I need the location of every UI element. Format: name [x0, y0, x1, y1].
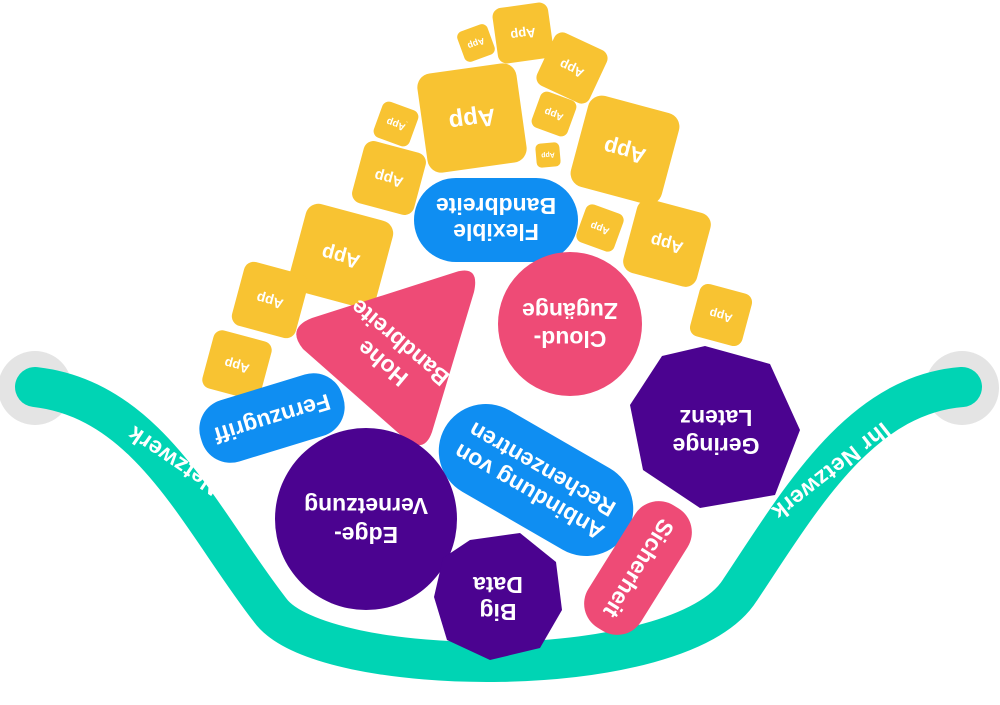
feature-big-data: Big Data — [434, 533, 562, 660]
svg-text:Cloud-: Cloud- — [534, 326, 607, 352]
app-tile: App — [417, 63, 527, 173]
feature-shapes: Flexible Bandbreite Hohe Bandbreite Clou… — [199, 178, 800, 660]
app-tile: App — [457, 24, 495, 62]
heptagon-shape — [630, 346, 800, 508]
app-tile: App — [623, 199, 711, 287]
svg-text:Latenz: Latenz — [680, 405, 753, 431]
app-tile: App — [352, 141, 426, 215]
octagon-shape — [434, 533, 562, 660]
app-tile: App — [535, 142, 561, 168]
app-tile: App — [492, 2, 554, 64]
app-tile: App — [202, 330, 272, 400]
app-tile: App — [405, 120, 408, 124]
feature-flexible-bandwidth: Flexible Bandbreite — [414, 178, 578, 262]
svg-text:App: App — [708, 306, 734, 326]
app-tile: App — [570, 95, 680, 205]
app-tile: App — [373, 101, 419, 147]
svg-text:App: App — [405, 120, 408, 124]
svg-text:App: App — [373, 167, 406, 191]
svg-text:App: App — [254, 290, 284, 312]
svg-text:Zugänge: Zugänge — [522, 298, 618, 324]
triangle-shape — [296, 270, 476, 446]
svg-text:Edge-: Edge- — [334, 522, 398, 548]
app-tile: App — [689, 283, 753, 347]
feature-cloud-access: Cloud- Zugänge — [498, 252, 642, 396]
svg-text:App: App — [541, 151, 555, 159]
svg-text:App: App — [447, 103, 497, 136]
app-tile: App — [536, 32, 608, 104]
svg-text:Big: Big — [479, 599, 516, 625]
svg-text:Data: Data — [473, 572, 523, 598]
network-band-curve — [15, 367, 982, 682]
app-tile: App — [288, 203, 394, 309]
svg-text:App: App — [510, 25, 537, 43]
feature-datacenter-connection: Anbindung von Rechenzentren — [438, 404, 634, 556]
app-tile: App — [231, 261, 309, 339]
feature-edge-networking: Edge- Vernetzung — [275, 428, 457, 610]
svg-text:Geringe: Geringe — [673, 433, 760, 459]
svg-text:Bandbreite: Bandbreite — [436, 193, 556, 219]
feature-low-latency: Geringe Latenz — [630, 346, 800, 508]
svg-text:Vernetzung: Vernetzung — [304, 493, 428, 519]
svg-text:App: App — [223, 355, 251, 376]
app-tile: App — [576, 204, 624, 252]
app-tiles: App App App App App App App App — [202, 2, 753, 400]
feature-high-bandwidth: Hohe Bandbreite — [296, 270, 476, 446]
svg-text:Flexible: Flexible — [453, 219, 539, 245]
app-tile: App — [531, 91, 577, 137]
